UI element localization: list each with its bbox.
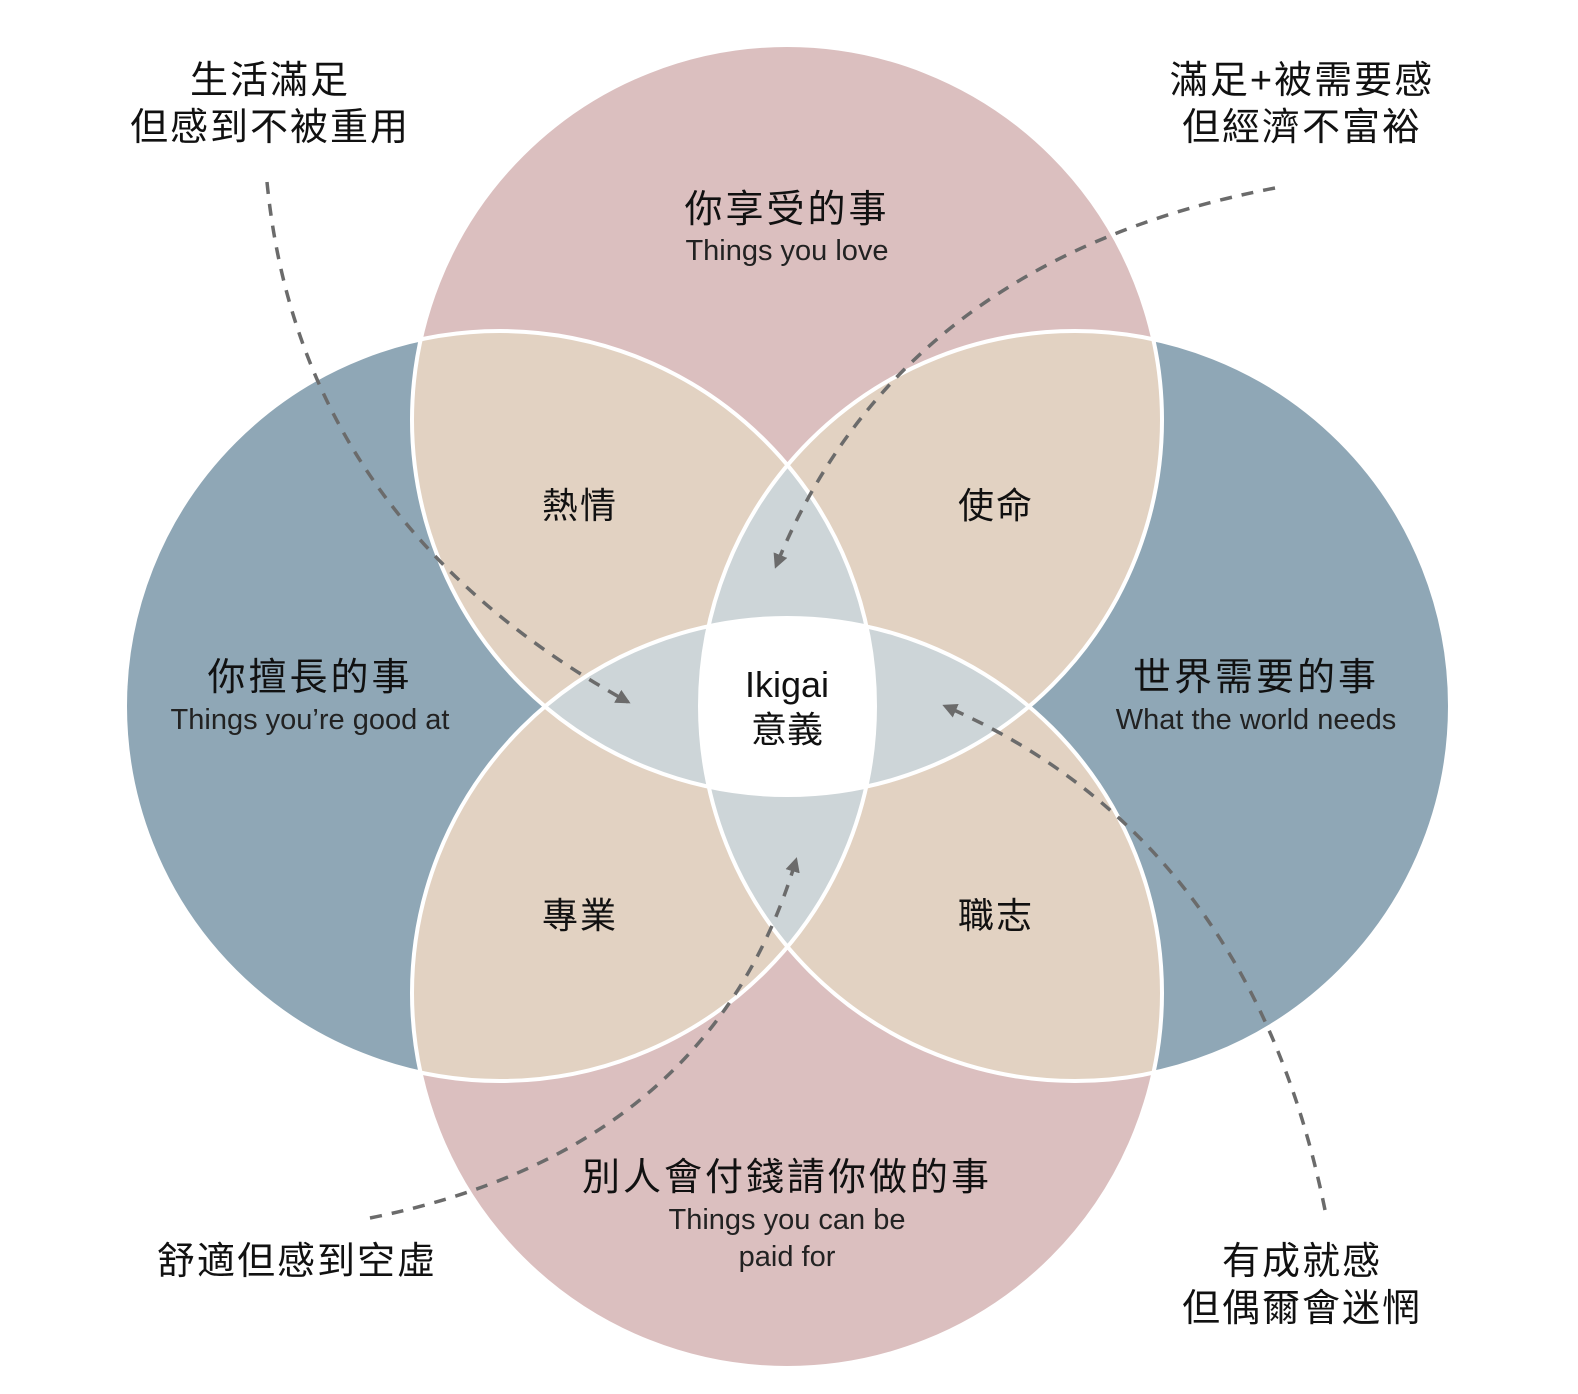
arrow-bottom-left [369,857,800,1220]
center-ikigai-zh: 意義 [751,709,823,750]
vocation-label: 職志 [958,895,1034,936]
arrow-bottom-right [942,704,1327,1211]
right-circle-en: What the world needs [1116,704,1396,736]
arrow-top-left [265,181,631,704]
left-circle-en: Things you’re good at [171,704,450,736]
note-top-right-line2: 但經濟不富裕 [1182,107,1422,149]
mission-label: 使命 [958,485,1034,526]
note-top-left-line2: 但感到不被重用 [130,107,410,149]
note-top-left-line1: 生活滿足 [190,60,350,102]
top-circle-zh: 你享受的事 [684,189,889,231]
profession-label: 專業 [542,895,618,936]
arrow-top-right [773,186,1276,569]
note-bottom-left: 舒適但感到空虛 [157,1241,437,1283]
passion-label: 熱情 [542,485,618,526]
bottom-circle-en-line2: paid for [739,1241,836,1273]
top-circle-en: Things you love [685,235,888,267]
note-bottom-right-line2: 但偶爾會迷惘 [1182,1288,1422,1330]
right-circle-zh: 世界需要的事 [1133,657,1379,699]
note-top-right-line1: 滿足+被需要感 [1170,60,1434,102]
center-ikigai-en: Ikigai [745,664,829,705]
bottom-circle-en-line1: Things you can be [669,1204,906,1236]
circle-outlines [123,43,1452,1370]
bottom-circle-zh: 別人會付錢請你做的事 [582,1157,992,1199]
left-circle-zh: 你擅長的事 [207,657,412,699]
note-bottom-right-line1: 有成就感 [1222,1241,1382,1283]
